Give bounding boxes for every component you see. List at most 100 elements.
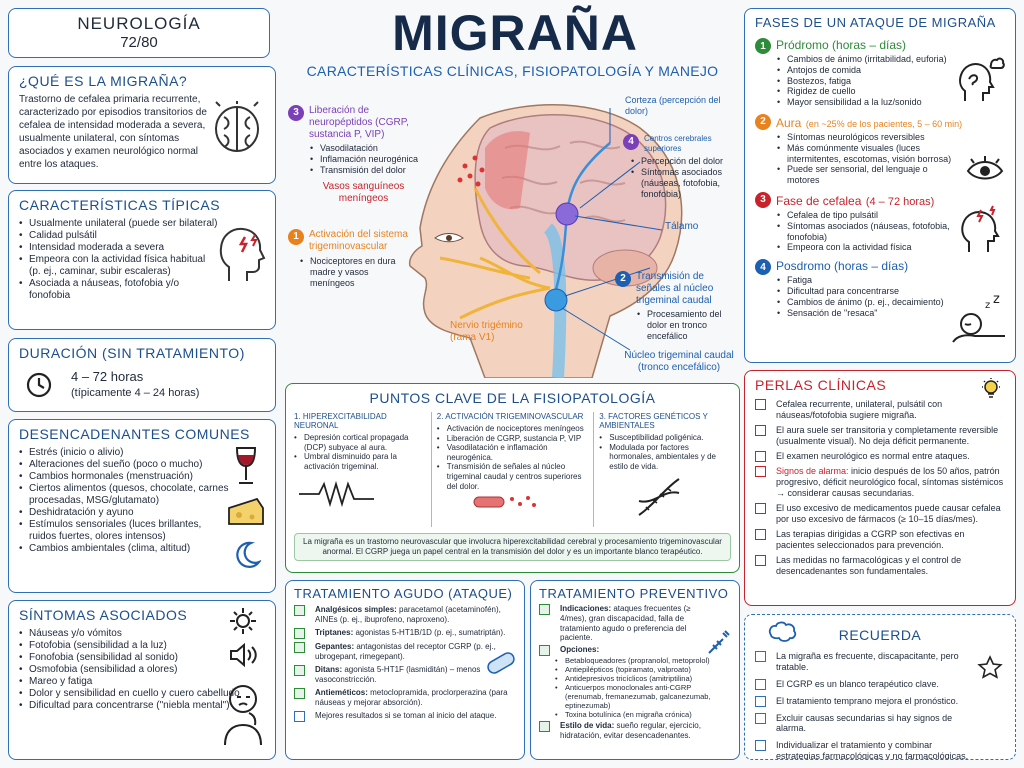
col-title: 3. FACTORES GENÉTICOS Y AMBIENTALES	[599, 412, 708, 430]
physiopathology-card: PUNTOS CLAVE DE LA FISIOPATOLOGÍA 1. HIP…	[285, 383, 740, 573]
list-item: Betabloqueadores (propranolol, metoprolo…	[555, 656, 731, 665]
list-item: Cambios de ánimo (p. ej., decaimiento)	[777, 297, 957, 308]
list-item: El examen neurológico es normal entre at…	[755, 450, 1005, 462]
preventive-card: TRATAMIENTO PREVENTIVO Indicaciones: ata…	[530, 580, 740, 760]
list-item: Bostezos, fatiga	[777, 76, 957, 87]
moon-icon	[236, 541, 261, 568]
list-item: Intensidad moderada a severa	[19, 242, 219, 254]
list-item: Procesamiento del dolor en tronco encefá…	[637, 309, 740, 341]
course-label: NEUROLOGÍA	[77, 14, 201, 33]
list-item: Individualizar el tratamiento y combinar…	[755, 740, 975, 759]
list-item: Las medidas no farmacológicas y el contr…	[755, 554, 1005, 577]
phase-4-badge: 4	[755, 259, 771, 276]
list-item: Las terapias dirigidas a CGRP son efecti…	[755, 528, 1005, 551]
list-item: Inflamación neurogénica	[310, 154, 433, 165]
item-text: agonista 5-HT1F (lasmiditán) – menos vas…	[315, 665, 481, 684]
item-text: Excluir causas secundarias si hay signos…	[776, 712, 953, 734]
item-text: El CGRP es un blanco terapéutico clave.	[776, 678, 939, 689]
list-item: Percepción del dolor	[631, 156, 741, 167]
brain-icon	[215, 101, 259, 152]
list-item: Antiepilépticos (topiramato, valproato)	[555, 665, 731, 674]
step-1-badge: 1	[288, 229, 304, 245]
list-item: Dificultad para concentrarse ("niebla me…	[19, 700, 265, 712]
headache-profile-icon	[961, 205, 1000, 252]
pearls-card: PERLAS CLÍNICAS Cefalea recurrente, unil…	[744, 370, 1016, 606]
list-item: Transmisión de señales al núcleo trigemi…	[437, 462, 589, 491]
checkbox-icon	[539, 645, 550, 656]
checkbox-icon	[294, 688, 305, 699]
checkbox-icon	[294, 628, 305, 639]
duration-sub: (típicamente 4 – 24 horas)	[71, 387, 200, 399]
svg-text:z: z	[985, 300, 990, 311]
acute-heading: TRATAMIENTO AGUDO (ATAQUE)	[294, 586, 513, 601]
list-item: Mareo y fatiga	[19, 676, 265, 688]
phase-extra: (en ~25% de los pacientes, 5 – 60 min)	[805, 118, 963, 129]
item-bold: Opciones:	[560, 645, 600, 654]
list-item: Usualmente unilateral (puede ser bilater…	[19, 218, 219, 230]
checkbox-icon	[755, 528, 766, 540]
list-item: Liberación de CGRP, sustancia P, VIP	[437, 434, 589, 444]
list-item: Nociceptores en dura madre y vasos menín…	[300, 256, 413, 288]
phase-list: Síntomas neurológicos reversibles Más co…	[777, 132, 962, 186]
item-alert: Signos de alarma:	[776, 465, 849, 476]
speaker-icon	[230, 643, 257, 667]
checkbox-icon	[755, 399, 766, 410]
col-list: Susceptibilidad poligénica. Modulada por…	[599, 433, 731, 471]
list-item: Estilo de vida: sueño regular, ejercicio…	[539, 721, 731, 741]
list-item: El CGRP es un blanco terapéutico clave.	[755, 678, 975, 690]
preventive-content: Indicaciones: ataques frecuentes (≥ 4/me…	[539, 604, 731, 741]
page-subtitle: CARACTERÍSTICAS CLÍNICAS, FISIOPATOLOGÍA…	[306, 63, 719, 79]
triggers-card: DESENCADENANTES COMUNES Estrés (inicio o…	[8, 419, 276, 593]
list-item: Signos de alarma: inicio después de los …	[755, 465, 1005, 499]
remember-card: RECUERDA La migraña es frecuente, discap…	[744, 614, 1016, 760]
phase-extra: (4 – 72 horas)	[865, 195, 935, 208]
checkbox-icon	[294, 665, 305, 676]
list-item: Modulada por factores hormonales, ambien…	[599, 443, 731, 472]
item-bold: Analgésicos simples:	[315, 605, 397, 614]
item-text: Cefalea recurrente, unilateral, pulsátil…	[776, 399, 943, 420]
course-box: NEUROLOGÍA 72/80	[8, 8, 270, 58]
phase-list: Fatiga Dificultad para concentrarse Camb…	[777, 275, 957, 318]
list-item: Vasodilatación	[310, 143, 433, 154]
trigeminovascular-title: Activación del sistema trigeminovascular	[309, 229, 408, 252]
symptoms-card: SÍNTOMAS ASOCIADOS Náuseas y/o vómitos F…	[8, 600, 276, 760]
what-heading: ¿QUÉ ES LA MIGRAÑA?	[19, 73, 188, 89]
acute-card: TRATAMIENTO AGUDO (ATAQUE) Analgésicos s…	[285, 580, 525, 760]
phase-title: Pródromo (horas – días)	[776, 38, 907, 52]
clock-icon	[26, 372, 52, 398]
list-item: El uso excesivo de medicamentos puede ca…	[755, 502, 1005, 525]
page-title: MIGRAÑA	[392, 5, 638, 61]
phase-title: Posdromo (horas – días)	[776, 259, 909, 274]
list-item: Síntomas neurológicos reversibles	[777, 132, 962, 143]
list-item: Sensación de "resaca"	[777, 308, 957, 319]
list-item: Estrés (inicio o alivio)	[19, 447, 229, 459]
syringe-icon	[708, 630, 730, 654]
cheese-icon	[228, 497, 264, 525]
phase-3-badge: 3	[755, 191, 771, 208]
transmission-title: Transmisión de señales al núcleo trigemi…	[636, 271, 714, 306]
remember-list: La migraña es frecuente, discapacitante,…	[755, 651, 975, 759]
checkbox-icon	[755, 554, 766, 566]
list-item: Umbral disminuido para la activación tri…	[294, 452, 426, 471]
list-item: Mayor sensibilidad a la luz/sonido	[777, 97, 957, 108]
item-bold: Gepantes:	[315, 642, 355, 651]
list-item: Depresión cortical propagada (DCP) subya…	[294, 433, 426, 452]
higher-centers-title: Centros cerebrales superiores	[644, 134, 712, 153]
item-text: sueño regular, ejercicio, hidratación, e…	[560, 721, 701, 740]
list-item: Osmofobia (sensibilidad a olores)	[19, 664, 265, 676]
phase-title: Aura	[776, 115, 802, 130]
list-item: Cambios hormonales (menstruación)	[19, 471, 229, 483]
pill-icon	[487, 652, 515, 674]
lightbulb-icon	[982, 378, 1000, 398]
acute-list: Analgésicos simples: paracetamol (acetam…	[294, 605, 516, 722]
checkbox-icon	[294, 711, 305, 722]
list-item: Calidad pulsátil	[19, 230, 219, 242]
list-item: Fonofobia (sensibilidad al sonido)	[19, 652, 265, 664]
phases-heading: FASES DE UN ATAQUE DE MIGRAÑA	[755, 15, 996, 30]
dna-icon	[638, 478, 680, 517]
step-4-badge: 4	[623, 134, 639, 150]
list-item: Alteraciones del sueño (poco o mucho)	[19, 459, 229, 471]
